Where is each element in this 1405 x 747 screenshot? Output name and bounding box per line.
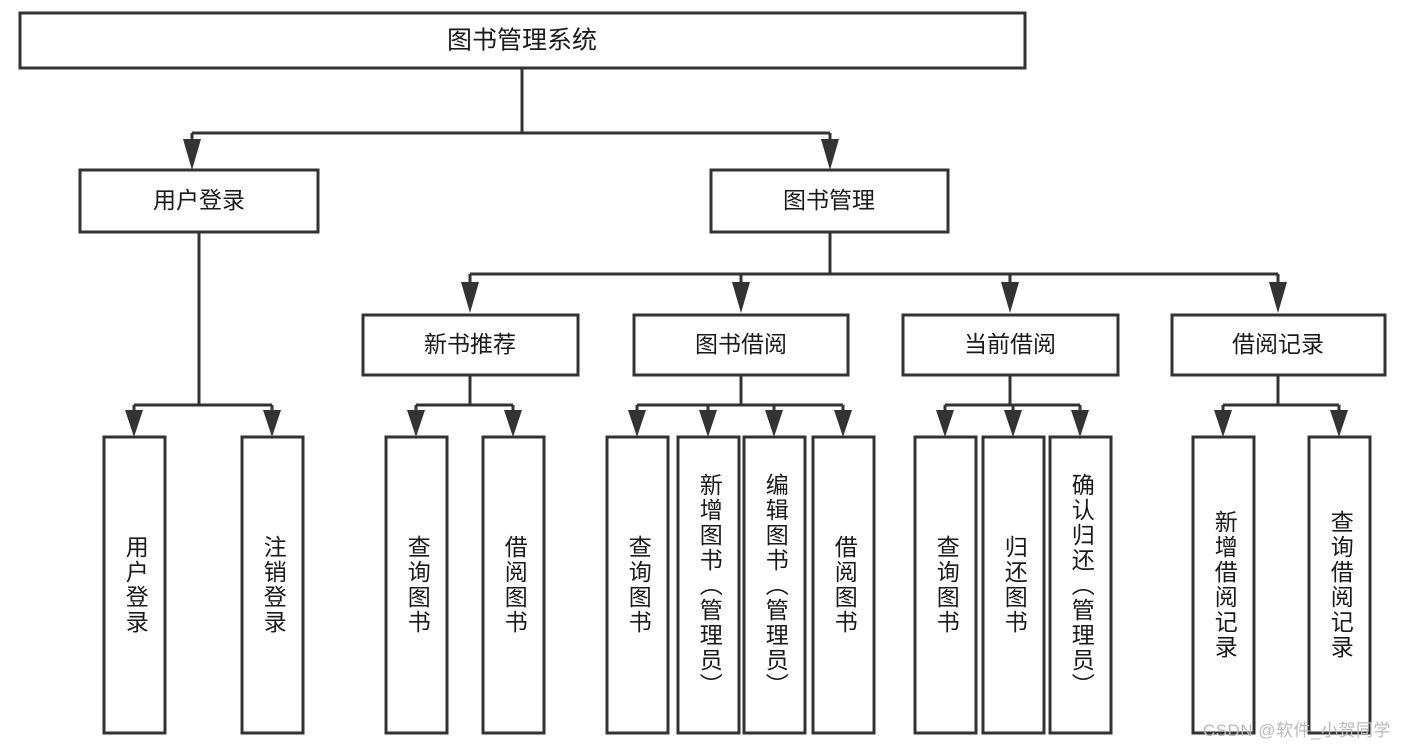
node-root-system[interactable]: 图书管理系统 [18,11,1027,70]
arrow-head-leaf-user-login [125,410,143,437]
node-user-login-box[interactable] [78,168,320,234]
leaf-boxes-book-borrow [605,435,876,735]
node-book-borrow[interactable]: 图书借阅 [632,313,850,377]
arrow-head-leaf-bb-add [699,410,717,437]
leaf-box-nb-query-book[interactable] [384,435,449,735]
leaf-boxes-user-login [102,435,305,735]
node-root-system-box[interactable] [18,11,1027,70]
arrow-head-leaf-cb-query [936,410,954,437]
node-current-borrow[interactable]: 当前借阅 [901,313,1120,377]
node-book-management-box[interactable] [709,168,950,234]
leaf-boxes-current-borrow [913,435,1113,735]
leaf-box-logout[interactable] [240,435,305,735]
leaf-box-bb-edit-book[interactable] [742,435,807,735]
node-user-login-label: 用户登录 [153,187,245,213]
arrow-head-user-login [183,139,201,170]
arrow-head-book-borrow [732,282,750,313]
node-book-management[interactable]: 图书管理 [709,168,950,234]
leaf-box-br-add-record[interactable] [1191,435,1256,735]
arrow-head-leaf-bb-query [628,410,646,437]
watermark-text: CSDN @软件_小贺同学 [1202,721,1391,740]
arrow-head-new-book [461,282,479,313]
arrow-head-leaf-br-query [1330,410,1348,437]
node-root-system-label: 图书管理系统 [447,27,597,55]
leaf-box-bb-borrow-book[interactable] [811,435,876,735]
arrow-head-borrow-record [1269,282,1287,313]
leaf-box-br-query-record[interactable] [1307,435,1372,735]
node-new-book-recommend-box[interactable] [361,313,580,377]
arrow-head-leaf-cb-confirm [1071,410,1089,437]
arrow-head-leaf-nb-query [407,410,425,437]
leaf-box-bb-add-book[interactable] [676,435,741,735]
leaf-boxes-borrow-record [1191,435,1372,735]
arrow-head-leaf-bb-borrow [834,410,852,437]
node-borrow-record[interactable]: 借阅记录 [1170,313,1387,377]
connector-group-new-book-leaves [407,375,522,437]
node-new-book-recommend-label: 新书推荐 [424,331,516,357]
leaf-box-cb-query-book[interactable] [913,435,978,735]
connector-group-borrow-record-leaves [1214,375,1348,437]
arrow-head-current-borrow [1001,282,1019,313]
leaf-box-user-login[interactable] [102,435,167,735]
connector-group-root [183,68,839,170]
arrow-head-leaf-br-add [1214,410,1232,437]
leaf-box-cb-return-book[interactable] [981,435,1046,735]
connector-group-current-borrow-leaves [936,375,1089,437]
connector-group-book-mgmt [461,232,1287,313]
arrow-head-leaf-cb-return [1004,410,1022,437]
node-borrow-record-box[interactable] [1170,313,1387,377]
node-current-borrow-box[interactable] [901,313,1120,377]
arrow-head-leaf-bb-edit [765,410,783,437]
arrow-head-leaf-nb-borrow [504,410,522,437]
node-book-borrow-box[interactable] [632,313,850,377]
node-book-borrow-label: 图书借阅 [695,331,787,357]
leaf-box-bb-query-book[interactable] [605,435,670,735]
connector-group-user-login-leaves [125,232,281,437]
node-book-management-label: 图书管理 [783,187,875,213]
node-user-login[interactable]: 用户登录 [78,168,320,234]
node-current-borrow-label: 当前借阅 [964,331,1056,357]
leaf-box-cb-confirm-return[interactable] [1048,435,1113,735]
arrow-head-leaf-logout [263,410,281,437]
connector-group-book-borrow-leaves [628,375,852,437]
leaf-box-nb-borrow-book[interactable] [481,435,546,735]
arrow-head-book-mgmt [821,139,839,170]
node-borrow-record-label: 借阅记录 [1232,331,1324,357]
leaf-boxes-new-book-recommend [384,435,546,735]
node-new-book-recommend[interactable]: 新书推荐 [361,313,580,377]
